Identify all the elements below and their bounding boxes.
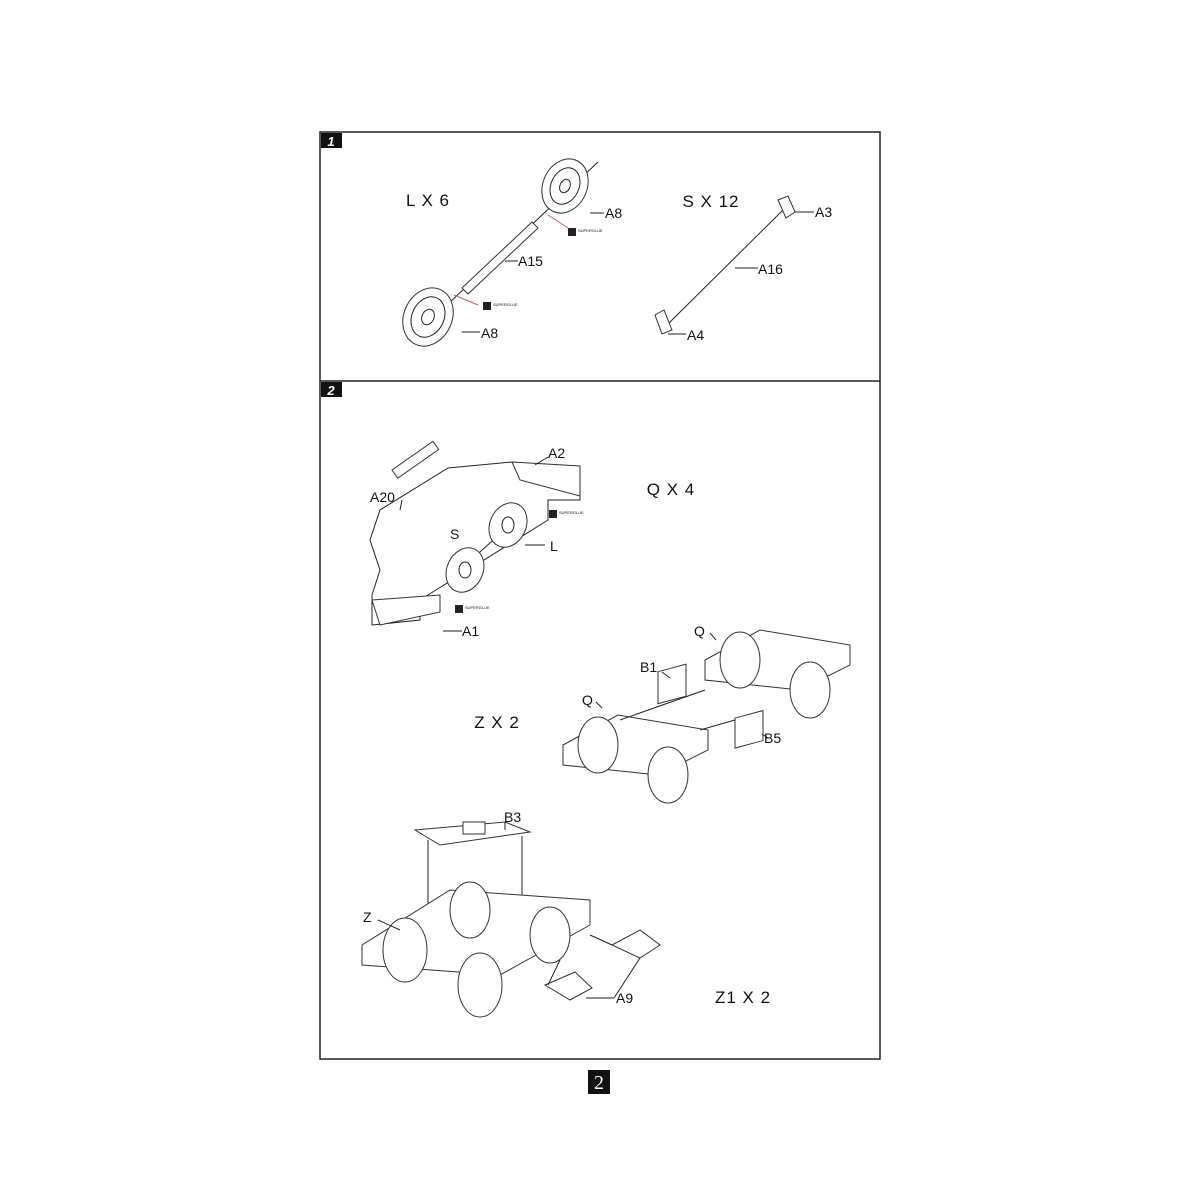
part-label: A8 xyxy=(481,325,498,341)
part-label: A16 xyxy=(758,261,783,277)
part-label: S xyxy=(450,526,459,542)
wheelset-l-drawing xyxy=(402,158,604,347)
svg-text:1: 1 xyxy=(327,134,334,149)
svg-text:SUPERGLUE: SUPERGLUE xyxy=(493,302,518,307)
part-label: B1 xyxy=(640,659,657,675)
svg-text:2: 2 xyxy=(594,1072,604,1094)
part-label: Q xyxy=(694,623,705,639)
part-label: L xyxy=(550,538,558,554)
step-1-badge: 1 xyxy=(321,133,342,149)
part-label: A1 xyxy=(462,623,479,639)
quantity-label: Q X 4 xyxy=(647,480,695,499)
part-label: A15 xyxy=(518,253,543,269)
quantity-label: Z X 2 xyxy=(474,713,520,732)
superglue-marker: SUPERGLUE xyxy=(455,605,490,613)
part-label: Q xyxy=(582,692,593,708)
svg-text:SUPERGLUE: SUPERGLUE xyxy=(578,228,603,233)
part-label: A2 xyxy=(548,445,565,461)
brake-rod-s-drawing xyxy=(654,195,814,335)
step-2-badge: 2 xyxy=(321,382,342,398)
part-label: A4 xyxy=(687,327,704,343)
bogie-z1-assembly-drawing xyxy=(361,821,661,1018)
quantity-label: S X 12 xyxy=(682,192,739,211)
instruction-frame xyxy=(319,131,881,1060)
part-label: A8 xyxy=(605,205,622,221)
svg-text:SUPERGLUE: SUPERGLUE xyxy=(465,605,490,610)
page-number-badge: 2 xyxy=(588,1070,610,1094)
part-label: Z xyxy=(363,909,372,925)
superglue-marker: SUPERGLUE xyxy=(549,510,584,518)
superglue-marker: SUPERGLUE xyxy=(483,302,518,310)
part-label: B3 xyxy=(504,809,521,825)
svg-text:SUPERGLUE: SUPERGLUE xyxy=(559,510,584,515)
part-label: A20 xyxy=(370,489,395,505)
quantity-label: L X 6 xyxy=(406,191,450,210)
bogie-frame-q-drawing xyxy=(369,440,581,632)
part-label: B5 xyxy=(764,730,781,746)
svg-text:2: 2 xyxy=(326,383,335,398)
part-label: A3 xyxy=(815,204,832,220)
superglue-marker: SUPERGLUE xyxy=(568,228,603,236)
part-label: A9 xyxy=(616,990,633,1006)
quantity-label: Z1 X 2 xyxy=(715,988,771,1007)
bogie-z-assembly-drawing xyxy=(562,629,851,804)
